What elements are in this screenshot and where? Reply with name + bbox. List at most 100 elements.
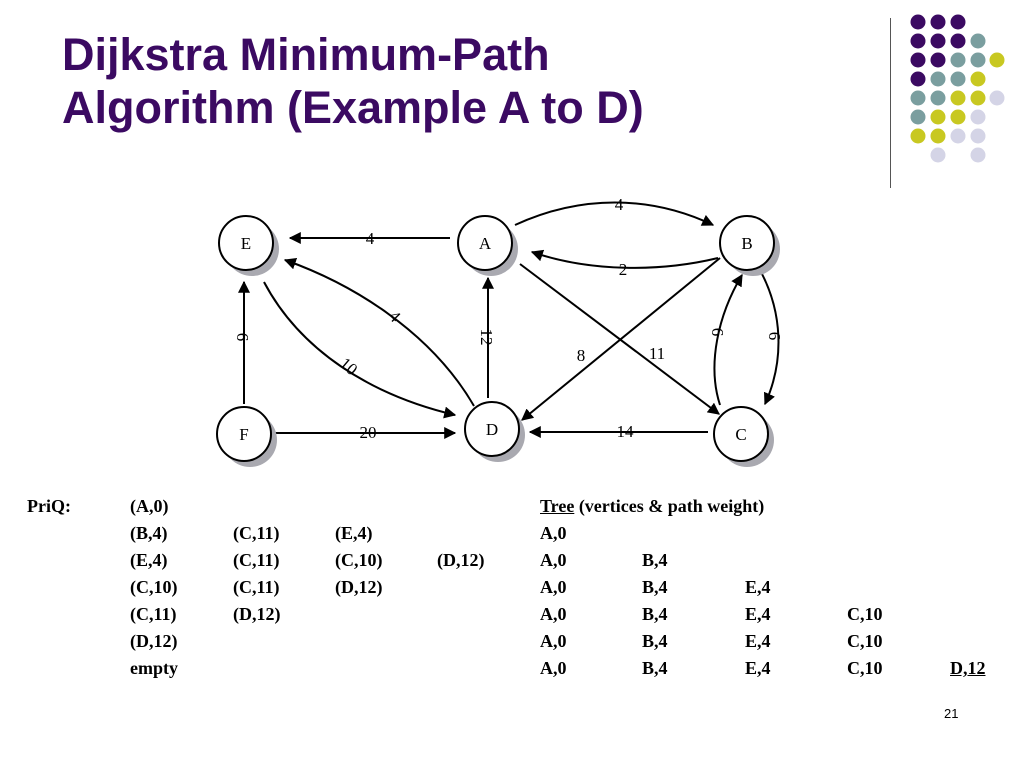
tree-heading-word: Tree	[540, 496, 575, 516]
priq-cell: (A,0)	[130, 496, 169, 516]
slide-number: 21	[944, 706, 959, 721]
node-d: D	[464, 401, 525, 462]
decorative-dot	[989, 52, 1005, 68]
node-label: E	[241, 234, 251, 253]
edge-weight-label: 6	[233, 333, 252, 342]
decorative-dot	[970, 128, 986, 144]
tree-cell: A,0	[540, 523, 567, 543]
decorative-dot	[970, 71, 986, 87]
node-label: D	[486, 420, 498, 439]
priq-cell: (D,12)	[437, 550, 485, 570]
slide-title: Dijkstra Minimum-Path Algorithm (Example…	[62, 28, 822, 134]
title-line-1: Dijkstra Minimum-Path	[62, 29, 550, 80]
decorative-dot	[910, 52, 926, 68]
tree-cell: C,10	[847, 604, 883, 624]
edge-e-to-d: 10	[263, 281, 457, 419]
edge-weight-label: 14	[617, 422, 635, 441]
edge-d-to-e: 4	[283, 257, 475, 407]
decorative-dot	[930, 147, 946, 163]
edge-weight-label: 4	[615, 195, 624, 214]
decorative-dot	[930, 33, 946, 49]
decorative-dot	[930, 14, 946, 30]
edge-weight-label: 6	[708, 328, 727, 337]
decorative-dot	[930, 52, 946, 68]
node-circle	[457, 215, 513, 271]
edge-c-to-b: 6	[708, 273, 743, 406]
decorative-divider	[890, 18, 891, 188]
node-e: E	[218, 215, 279, 276]
tree-cell: B,4	[642, 577, 668, 597]
tree-cell: A,0	[540, 550, 567, 570]
node-circle	[218, 215, 274, 271]
decorative-dot	[950, 14, 966, 30]
decorative-dot-grid	[910, 14, 1005, 163]
node-circle	[719, 215, 775, 271]
decorative-dot	[970, 90, 986, 106]
decorative-dot	[930, 90, 946, 106]
decorative-dot	[910, 71, 926, 87]
priq-cell: (D,12)	[335, 577, 383, 597]
tree-cell: E,4	[745, 658, 771, 678]
edge-d-to-a: 12	[477, 276, 496, 398]
decorative-dot	[950, 109, 966, 125]
node-label: B	[741, 234, 752, 253]
edge-line	[263, 281, 457, 419]
edge-a-to-e: 4	[288, 229, 450, 248]
tree-cell: A,0	[540, 631, 567, 651]
decorative-dot	[970, 147, 986, 163]
priq-cell: (E,4)	[130, 550, 168, 570]
edge-line	[519, 263, 720, 415]
node-circle	[713, 406, 769, 462]
decorative-dot	[910, 109, 926, 125]
priq-cell: empty	[130, 658, 178, 678]
tree-cell: E,4	[745, 631, 771, 651]
priq-cell: (C,11)	[233, 523, 280, 543]
tree-cell: B,4	[642, 550, 668, 570]
tree-cell: B,4	[642, 658, 668, 678]
edge-weight-label: 2	[619, 260, 628, 279]
decorative-dot	[950, 128, 966, 144]
edge-a-to-b: 4	[514, 195, 715, 226]
edge-line	[530, 249, 719, 269]
priq-cell: (C,10)	[335, 550, 383, 570]
priq-cell: (C,11)	[130, 604, 177, 624]
decorative-dot	[950, 90, 966, 106]
edge-weight-label: 20	[360, 423, 377, 442]
priq-label: PriQ:	[27, 496, 71, 516]
edge-line	[514, 201, 715, 226]
tree-cell: B,4	[642, 631, 668, 651]
tree-heading: Tree (vertices & path weight)	[540, 496, 764, 516]
priq-cell: (E,4)	[335, 523, 373, 543]
node-label: C	[735, 425, 746, 444]
decorative-dot	[970, 109, 986, 125]
node-circle	[464, 401, 520, 457]
decorative-dot	[910, 33, 926, 49]
decorative-dot	[970, 52, 986, 68]
priq-cell: (D,12)	[130, 631, 178, 651]
priq-cell: (B,4)	[130, 523, 168, 543]
edge-weight-label: 8	[577, 346, 586, 365]
edge-f-to-e: 6	[233, 280, 252, 404]
tree-cell: C,10	[847, 631, 883, 651]
edge-weight-label: 10	[336, 354, 361, 379]
tree-cell: B,4	[642, 604, 668, 624]
tree-cell: C,10	[847, 658, 883, 678]
decorative-dot	[910, 90, 926, 106]
priq-cell: (D,12)	[233, 604, 281, 624]
decorative-dot	[930, 109, 946, 125]
edge-weight-label: 4	[366, 229, 375, 248]
node-circle	[216, 406, 272, 462]
edge-b-to-c: 6	[760, 271, 784, 406]
edge-weight-label: 6	[765, 332, 784, 341]
decorative-dot	[930, 128, 946, 144]
tree-cell: A,0	[540, 658, 567, 678]
edge-line	[760, 271, 780, 406]
tree-cell: A,0	[540, 577, 567, 597]
priq-cell: (C,11)	[233, 550, 280, 570]
decorative-dot	[970, 33, 986, 49]
edge-weight-label: 11	[649, 344, 665, 363]
edge-line	[283, 257, 475, 407]
decorative-dot	[950, 71, 966, 87]
decorative-dot	[989, 90, 1005, 106]
